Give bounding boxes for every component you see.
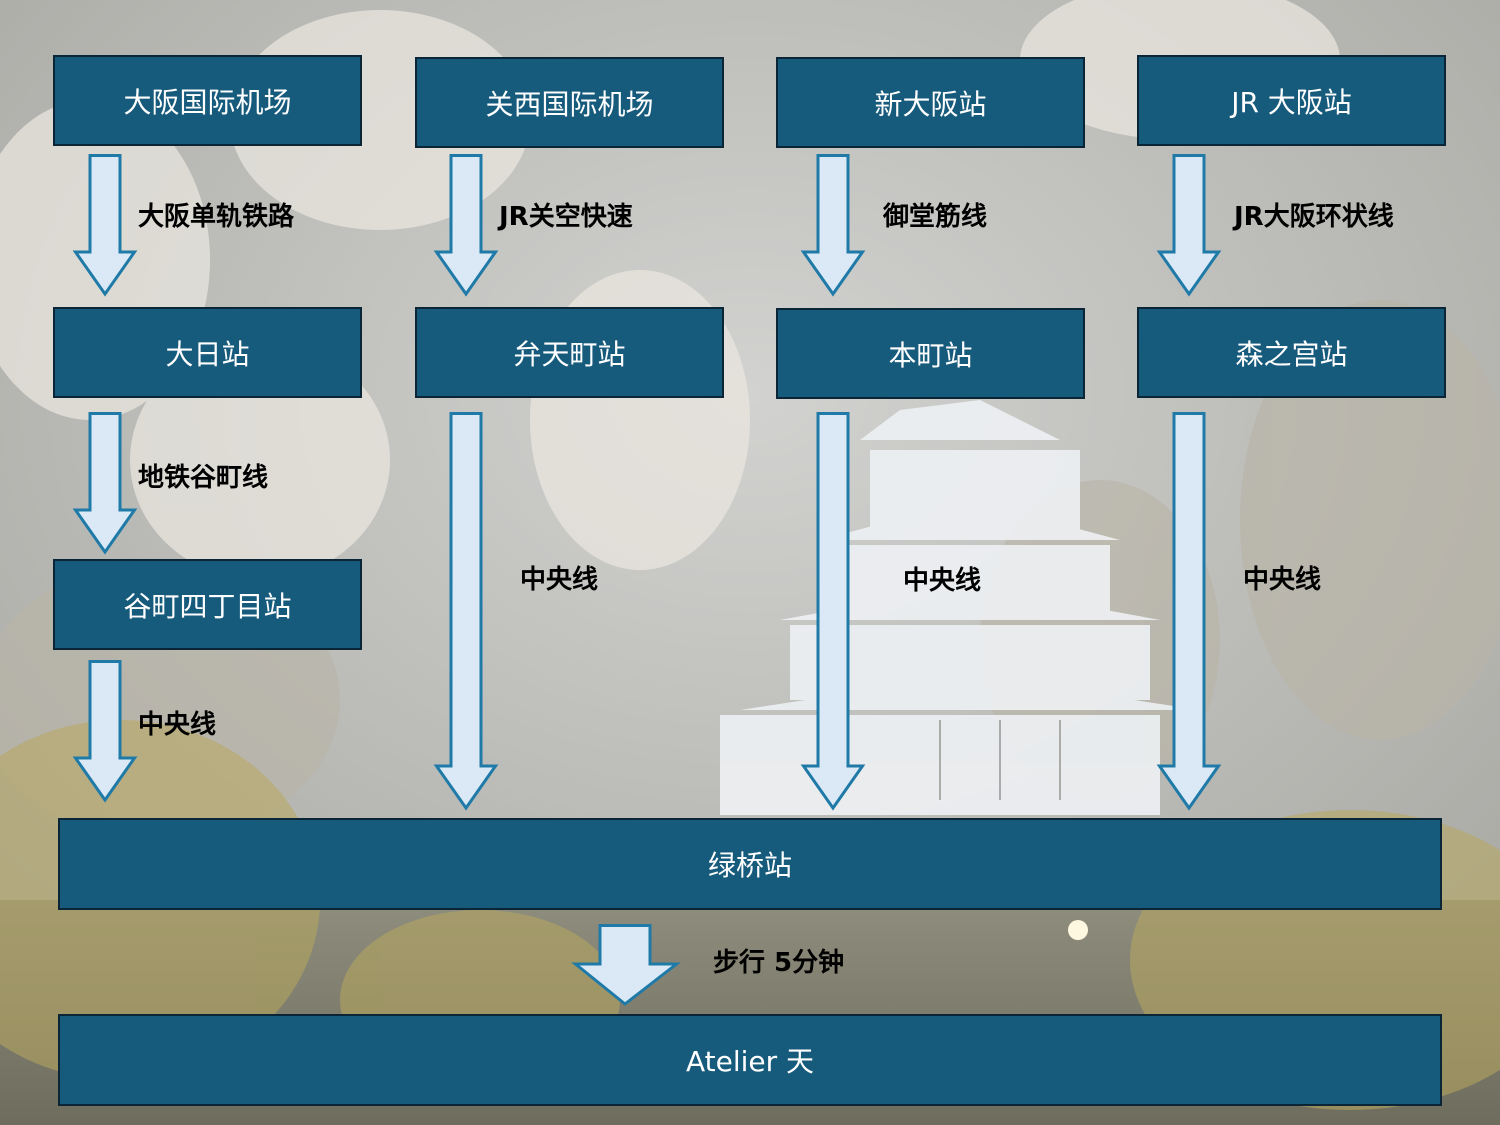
line-label-osaka-monorail: 大阪单轨铁路 [138,202,295,232]
line-label-tanimachi: 地铁谷町线 [138,463,269,493]
line-label-jr-loop: JR大阪环状线 [1234,202,1394,232]
start-station-shin-osaka: 新大阪站 [776,57,1085,148]
line-label-chuo-col1: 中央线 [138,710,217,740]
line-label-chuo-col2: 中央线 [520,565,599,595]
transfer-station-dainichi: 大日站 [53,307,362,398]
line-label-jr-kanku-rapid: JR关空快速 [499,202,633,232]
arrow-down-icon [433,412,499,811]
arrow-down-icon [1156,412,1222,811]
station-tanimachi-4chome: 谷町四丁目站 [53,559,362,650]
start-station-jr-osaka: JR 大阪站 [1137,55,1446,146]
arrow-down-icon [72,412,138,555]
arrow-down-icon [1156,154,1222,297]
transfer-station-bentencho: 弁天町站 [415,307,724,398]
arrow-down-icon [800,154,866,297]
arrow-down-icon [72,154,138,297]
line-label-midosuji: 御堂筋线 [883,202,988,232]
walk-label: 步行 5分钟 [713,948,845,978]
arrow-down-icon [433,154,499,297]
hub-station-midoribashi: 绿桥站 [58,818,1442,910]
start-station-osaka-itami: 大阪国际机场 [53,55,362,146]
line-label-chuo-col4: 中央线 [1243,565,1322,595]
arrow-down-icon [800,412,866,811]
start-station-kansai-airport: 关西国际机场 [415,57,724,148]
destination-atelier: Atelier 天 [58,1014,1442,1106]
transfer-station-hommachi: 本町站 [776,308,1085,399]
transfer-station-morinomiya: 森之宫站 [1137,307,1446,398]
arrow-down-icon [571,924,681,1006]
arrow-down-icon [72,660,138,803]
line-label-chuo-col3: 中央线 [903,566,982,596]
